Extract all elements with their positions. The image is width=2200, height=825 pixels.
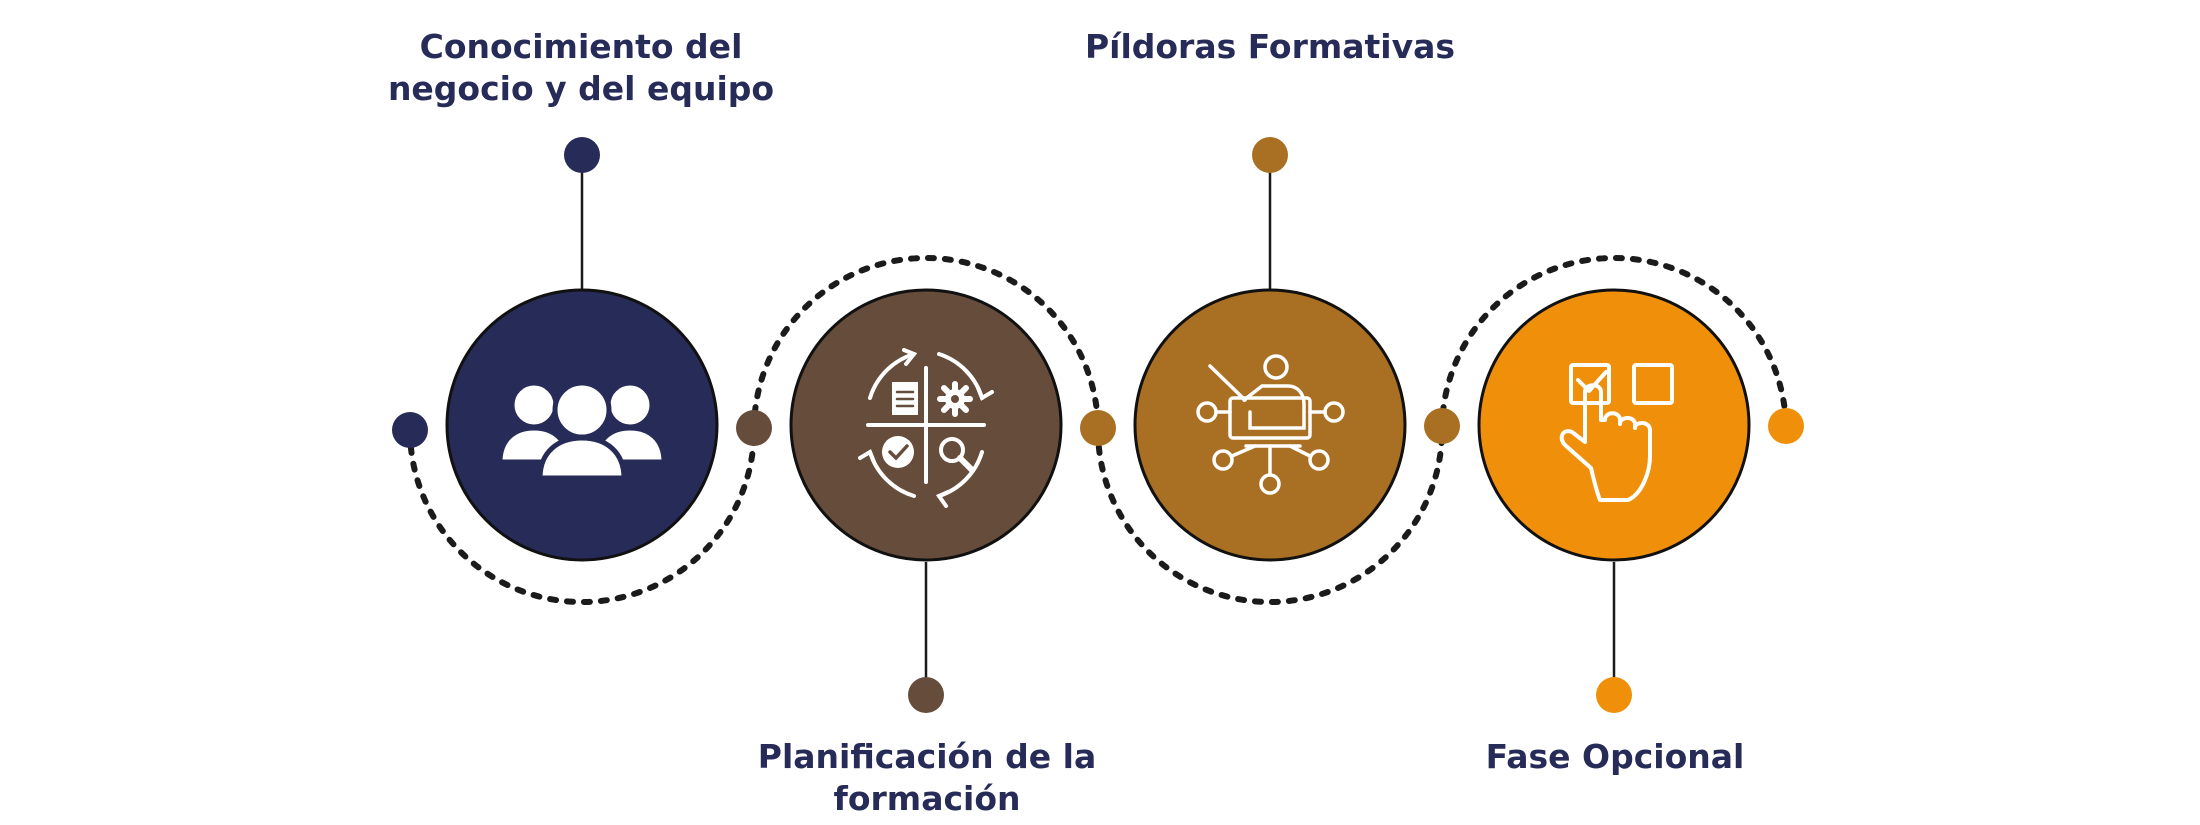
dotted-path xyxy=(407,255,1789,605)
stem-dot-1 xyxy=(564,137,600,173)
step-circle-4 xyxy=(1477,288,1751,562)
path-dot-4 xyxy=(1424,408,1460,444)
step-label-1-line-1: Conocimiento del xyxy=(419,27,743,66)
step-label-4: Fase Opcional xyxy=(1385,736,1845,778)
path-dot-3 xyxy=(1080,410,1116,446)
dotted-arc-2 xyxy=(751,255,1101,433)
stem-dot-2 xyxy=(908,677,944,713)
path-dot-start xyxy=(392,412,428,448)
step-label-1-line-2: negocio y del equipo xyxy=(387,69,775,108)
checkbox-hand-icon xyxy=(1559,363,1674,502)
dotted-arc-4 xyxy=(1439,255,1789,433)
step-label-1: Conocimiento del negocio y del equipo xyxy=(351,26,811,110)
team-icon xyxy=(497,380,667,481)
trainer-network-icon xyxy=(1196,354,1345,495)
step-label-2-line-2: formación xyxy=(833,779,1021,818)
stem-dot-4 xyxy=(1596,677,1632,713)
step-circle-3 xyxy=(1133,288,1407,562)
stems xyxy=(580,155,1616,695)
step-label-4-line-1: Fase Opcional xyxy=(1485,737,1745,776)
dotted-arc-3 xyxy=(1095,427,1445,605)
step-label-2: Planificación de la formación xyxy=(697,736,1157,820)
path-dot-end xyxy=(1768,408,1804,444)
stem-dot-3 xyxy=(1252,137,1288,173)
step-label-3: Píldoras Formativas xyxy=(1040,26,1500,68)
step-label-3-line-1: Píldoras Formativas xyxy=(1084,27,1456,66)
planning-cycle-icon xyxy=(858,348,994,508)
step-label-2-line-1: Planificación de la xyxy=(757,737,1097,776)
path-dot-2 xyxy=(736,410,772,446)
dotted-arc-1 xyxy=(407,427,757,605)
